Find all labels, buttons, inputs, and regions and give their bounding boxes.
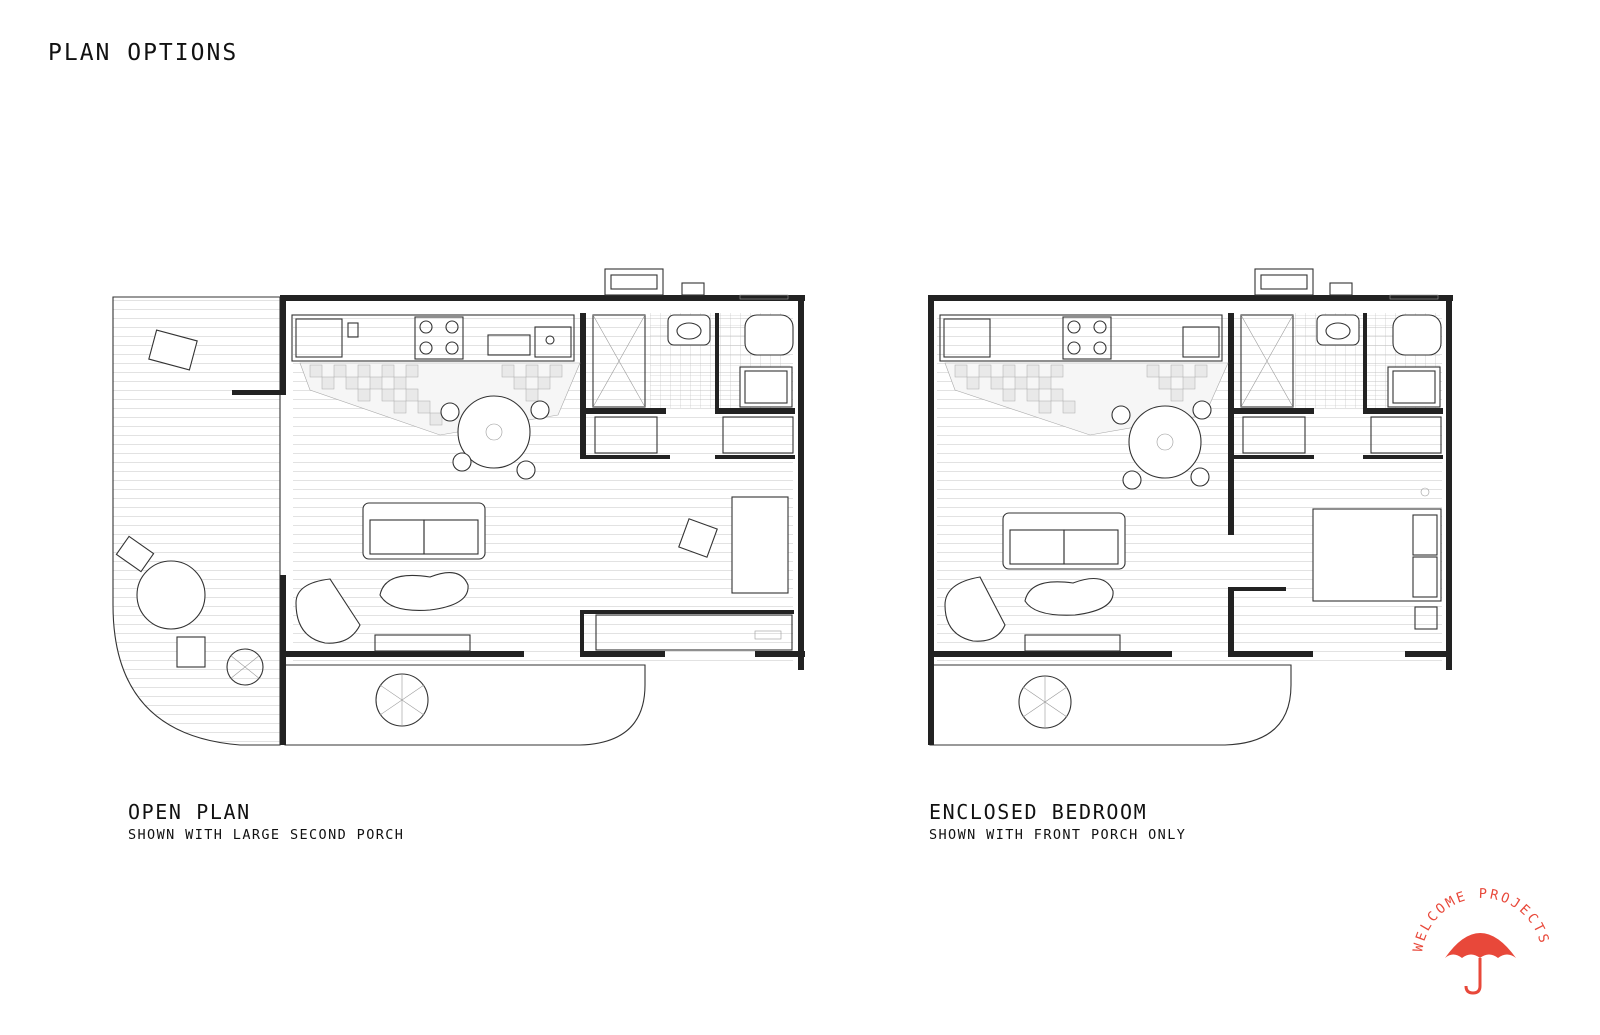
open-plan-drawing — [112, 268, 805, 746]
side-porch-deck — [112, 296, 281, 746]
umbrella-icon — [1445, 933, 1516, 995]
front-porch-deck — [929, 664, 1292, 746]
open-plan-title: OPEN PLAN — [128, 800, 251, 824]
front-porch-deck — [284, 664, 646, 746]
welcome-projects-logo: WELCOME PROJECTS — [1410, 886, 1550, 995]
open-plan-subtitle: SHOWN WITH LARGE SECOND PORCH — [128, 827, 405, 843]
enclosed-bedroom-drawing — [928, 268, 1453, 746]
page-title: PLAN OPTIONS — [48, 40, 239, 66]
enclosed-bedroom-caption: ENCLOSED BEDROOM SHOWN WITH FRONT PORCH … — [929, 800, 1186, 843]
enclosed-bedroom-title: ENCLOSED BEDROOM — [929, 800, 1148, 824]
enclosed-bedroom-subtitle: SHOWN WITH FRONT PORCH ONLY — [929, 827, 1187, 843]
open-plan-caption: OPEN PLAN SHOWN WITH LARGE SECOND PORCH — [128, 800, 404, 843]
